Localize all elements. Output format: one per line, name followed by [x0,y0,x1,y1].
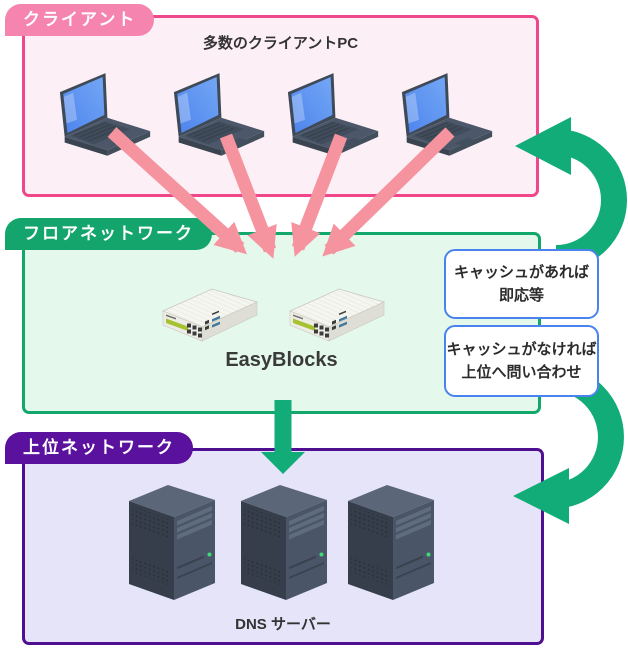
cache-miss-callout-line1: キャッシュがなければ [446,340,597,358]
server-tower-icon [341,479,441,605]
cache-miss-callout-line2: 上位へ問い合わせ [461,364,582,381]
laptop-icon [58,66,153,162]
cache-hit-callout-line2: 即応等 [498,287,544,304]
easyblocks-appliance-icon [160,285,260,343]
dns-server-caption: DNS サーバー [235,616,331,633]
laptop-icon [286,66,381,162]
cache-miss-callout: キャッシュがなければ 上位へ問い合わせ [444,325,599,397]
cache-hit-callout: キャッシュがあれば 即応等 [444,249,599,319]
laptop-icon [400,66,495,162]
floor-network-section-label: フロアネットワーク [5,218,212,250]
laptop-icon [172,66,267,162]
easyblocks-appliance-icon [287,285,387,343]
server-tower-icon [122,479,222,605]
cache-hit-callout-line1: キャッシュがあれば [453,263,589,281]
client-section-label: クライアント [5,4,155,36]
easyblocks-label: EasyBlocks [225,349,338,371]
client-caption: 多数のクライアントPC [202,35,359,52]
server-tower-icon [234,479,334,605]
upstream-network-section-label: 上位ネットワーク [5,432,193,464]
